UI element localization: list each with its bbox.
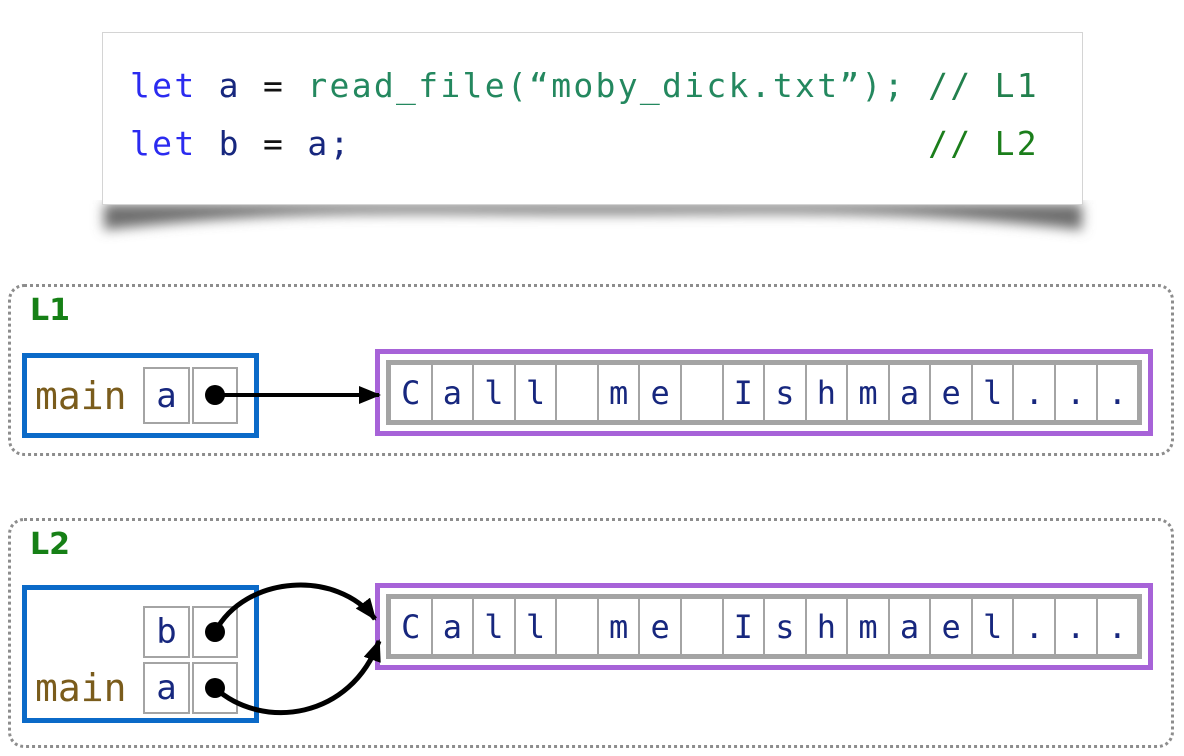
- heap-char-cell: a: [430, 599, 473, 654]
- heap-char-cell: a: [430, 365, 473, 420]
- token-identifier: a: [218, 66, 264, 105]
- heap-char-cell: I: [721, 365, 764, 420]
- heap-char-cell: .: [1012, 599, 1054, 654]
- heap-char-cell: l: [472, 365, 514, 420]
- code-card-shadow: [104, 204, 1082, 230]
- token-comment-l1: // L1: [928, 66, 1039, 105]
- heap-char-cell: .: [1095, 365, 1138, 420]
- token-function-call: read_file(“moby_dick.txt”);: [307, 66, 929, 105]
- heap-char-cell: m: [846, 599, 888, 654]
- frame-function-name: main: [35, 666, 127, 710]
- heap-char-cell: m: [596, 599, 639, 654]
- heap-char-cell: a: [887, 365, 930, 420]
- heap-char-cell: l: [472, 599, 514, 654]
- variable-cell-a: a: [143, 367, 190, 424]
- heap-char-cell: C: [401, 373, 421, 412]
- stack-frame-main-l1: main a: [22, 353, 259, 438]
- heap-char-cell: e: [929, 365, 971, 420]
- heap-char-cell: m: [596, 365, 639, 420]
- token-operator: =: [263, 66, 308, 105]
- heap-char-cell: h: [804, 365, 847, 420]
- heap-char-cell: [679, 599, 722, 654]
- heap-char-cell: s: [763, 365, 805, 420]
- heap-char-cell: l: [970, 365, 1013, 420]
- heap-char-cell: e: [638, 365, 680, 420]
- heap-char-cell: m: [846, 365, 888, 420]
- variable-cell-b: b: [143, 606, 190, 658]
- heap-char-cell: l: [970, 599, 1013, 654]
- code-block: let a = read_file(“moby_dick.txt”); // L…: [103, 33, 1082, 173]
- heap-char-cell: [555, 599, 597, 654]
- token-identifier: b: [218, 124, 264, 163]
- pointer-cell-b: [192, 606, 238, 658]
- variable-cell-a: a: [143, 662, 190, 714]
- heap-char-cell: [679, 365, 722, 420]
- l2-panel-label: L2: [30, 527, 70, 562]
- heap-char-cell: e: [638, 599, 680, 654]
- heap-char-cell: .: [1012, 365, 1054, 420]
- heap-char-cell: [555, 365, 597, 420]
- heap-char-cell: C: [401, 607, 421, 646]
- heap-char-cell: s: [763, 599, 805, 654]
- l1-panel-label: L1: [30, 293, 70, 328]
- token-keyword: let: [130, 66, 219, 105]
- heap-char-cell: l: [513, 599, 556, 654]
- token-spacing: [352, 124, 928, 163]
- heap-char-cell: a: [887, 599, 930, 654]
- heap-char-cell: h: [804, 599, 847, 654]
- heap-char-cell: I: [721, 599, 764, 654]
- heap-char-cell: l: [513, 365, 556, 420]
- code-snippet-card: let a = read_file(“moby_dick.txt”); // L…: [102, 32, 1083, 205]
- token-operator: =: [263, 124, 308, 163]
- heap-char-cell: .: [1054, 599, 1096, 654]
- frame-function-name: main: [35, 373, 127, 418]
- heap-char-cell: .: [1095, 599, 1138, 654]
- token-keyword: let: [130, 124, 219, 163]
- token-comment-l2: // L2: [928, 124, 1039, 163]
- stack-frame-main-l2: main b a: [22, 585, 259, 723]
- pointer-cell-a: [192, 367, 238, 424]
- heap-char-cell: e: [929, 599, 971, 654]
- heap-char-cell: .: [1054, 365, 1096, 420]
- pointer-cell-a: [192, 662, 238, 714]
- token-identifier: a;: [307, 124, 352, 163]
